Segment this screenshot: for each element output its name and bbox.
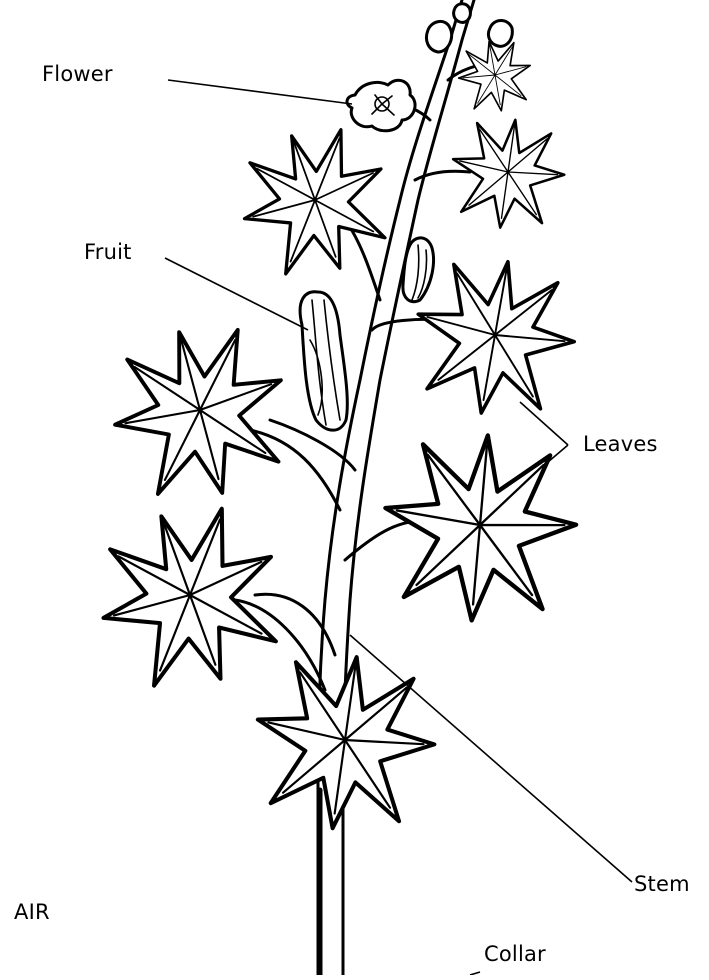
leaf-middle-left bbox=[96, 310, 305, 515]
flower bbox=[347, 80, 415, 131]
leaf-lower-left bbox=[78, 486, 305, 709]
flower-buds bbox=[426, 4, 512, 52]
collar-label: Collar bbox=[484, 942, 546, 966]
fruit-label: Fruit bbox=[84, 240, 132, 264]
leaf-top-right bbox=[453, 35, 537, 117]
leaf-lower-right bbox=[376, 427, 583, 629]
flower-leader bbox=[168, 80, 352, 104]
leaves-leader-1 bbox=[520, 402, 568, 445]
leaves-label: Leaves bbox=[583, 432, 658, 456]
fruit-small bbox=[403, 238, 434, 302]
leaf-upper-right bbox=[445, 112, 571, 235]
air-label: AIR bbox=[14, 900, 50, 924]
stem-label: Stem bbox=[634, 872, 690, 896]
fruit-large bbox=[300, 292, 347, 430]
flower-label: Flower bbox=[42, 62, 113, 86]
leaf-upper-left bbox=[223, 111, 408, 293]
